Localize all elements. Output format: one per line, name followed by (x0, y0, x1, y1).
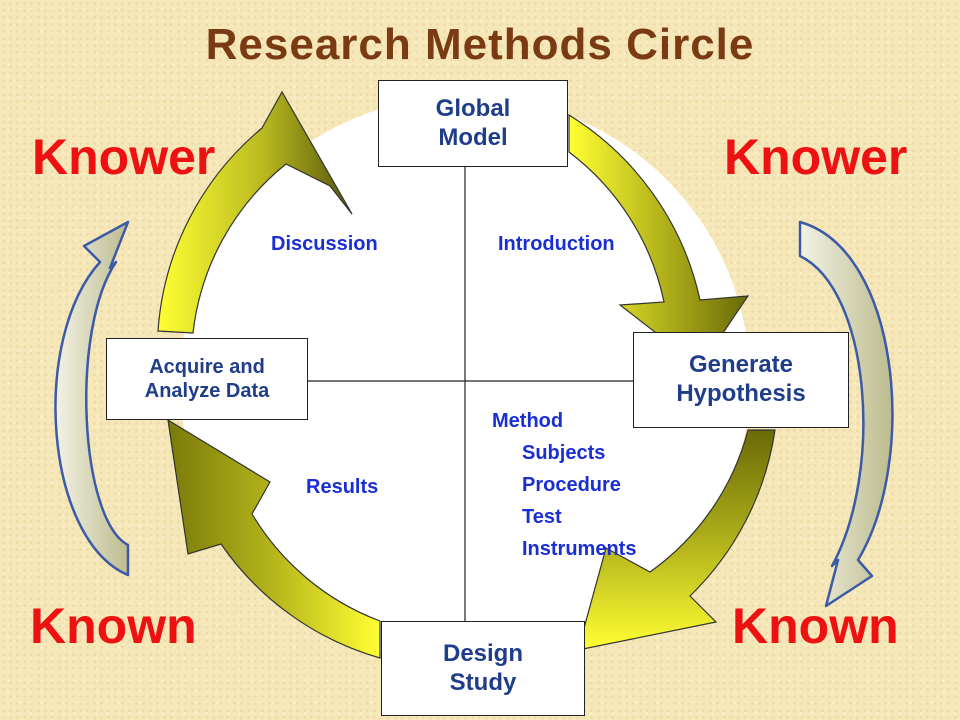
method-item-procedure: Procedure (522, 474, 621, 496)
diagram-title: Research Methods Circle (205, 20, 755, 69)
side-arrow-known-to-knower (54, 220, 130, 577)
arrow-design-to-acquire (167, 418, 381, 659)
method-item-test: Test (522, 506, 562, 528)
arrow-acquire-to-global (157, 90, 353, 334)
method-section: Method Subjects Procedure Test Instrumen… (492, 405, 636, 565)
discussion-label: Discussion (271, 233, 378, 255)
introduction-label: Introduction (498, 233, 615, 255)
side-arrow-knower-to-known (798, 220, 894, 608)
design-study-box: Design Study (381, 621, 585, 716)
generate-hypothesis-box: Generate Hypothesis (633, 332, 849, 428)
knower-label-right: Knower (724, 129, 908, 185)
knower-label-left: Knower (32, 129, 216, 185)
acquire-analyze-box: Acquire and Analyze Data (106, 338, 308, 420)
known-label-right: Known (732, 598, 899, 654)
method-item-instruments: Instruments (522, 538, 637, 560)
method-item-subjects: Subjects (522, 442, 606, 464)
global-model-box: Global Model (378, 80, 568, 167)
arrow-hypothesis-to-design (577, 429, 776, 651)
results-label: Results (306, 476, 379, 498)
known-label-left: Known (30, 598, 197, 654)
arrow-global-to-hypothesis (568, 113, 750, 368)
method-heading: Method (492, 410, 564, 432)
